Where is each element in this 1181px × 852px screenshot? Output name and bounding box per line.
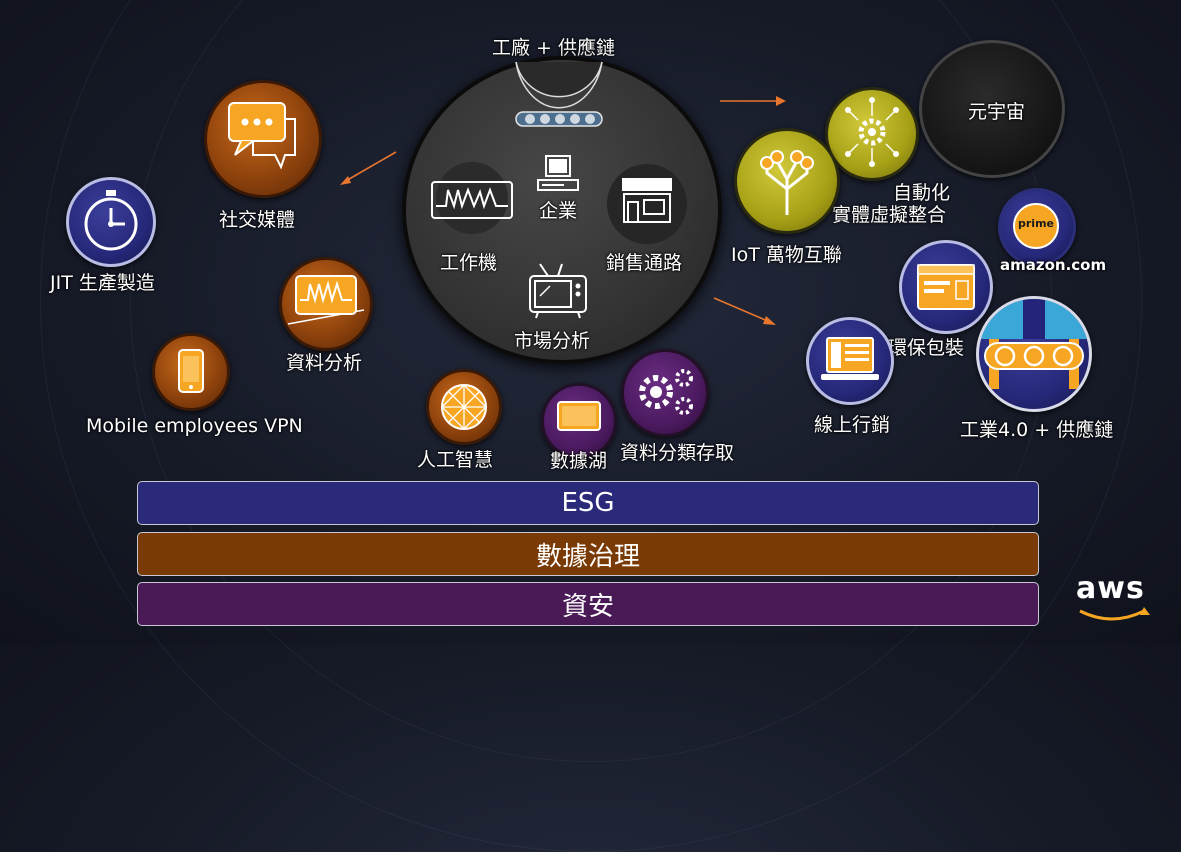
storefront-icon (604, 164, 690, 244)
ai-label: 人工智慧 (417, 449, 494, 471)
data-analysis-circle (279, 257, 373, 351)
gears-icon (639, 369, 693, 415)
jit-circle (66, 177, 156, 267)
waveform-monitor-icon (426, 162, 518, 234)
jit-label: JIT 生產製造 (50, 272, 155, 294)
iot-circle (734, 128, 840, 234)
arrow-down-right (713, 297, 776, 325)
arrow-up-left (340, 151, 397, 185)
hub-item-market-analysis: 市場分析 (514, 330, 591, 352)
metaverse-circle: 元宇宙 (919, 40, 1065, 178)
geodesic-sphere-icon (441, 384, 487, 430)
packaging-window-icon (917, 264, 975, 310)
aws-smile-icon (1079, 607, 1150, 621)
industry4-label: 工業4.0 + 供應鏈 (960, 419, 1114, 441)
eco-packaging-circle (899, 240, 993, 334)
eco-packaging-label: 環保包裝 (888, 337, 965, 359)
data-classification-label: 資料分類存取 (620, 442, 735, 464)
tv-icon (526, 262, 590, 320)
gear-network-icon (845, 97, 899, 167)
computer-icon (534, 154, 582, 194)
circuit-tree-icon (760, 150, 814, 215)
amazon-com-label: amazon.com (1000, 256, 1107, 274)
hub-item-machine: 工作機 (440, 252, 498, 274)
industrial-conveyor-icon (979, 299, 1089, 389)
laptop-icon (821, 337, 879, 380)
waveform-icon (287, 275, 365, 325)
social-media-circle (204, 80, 322, 198)
automation-label-line1: 自動化 (893, 182, 951, 204)
online-marketing-label: 線上行銷 (814, 414, 891, 436)
conveyor-icon (512, 60, 606, 138)
metaverse-label: 元宇宙 (968, 101, 1026, 123)
hub-title: 工廠 + 供應鏈 (492, 37, 615, 59)
smartphone-icon (178, 349, 204, 393)
data-analysis-label: 資料分析 (286, 352, 363, 374)
aws-logo-text: aws (1076, 571, 1145, 606)
amazon-prime-circle: prime (998, 188, 1076, 266)
data-lake-circle (541, 383, 617, 459)
aws-logo: aws (1074, 571, 1154, 627)
stopwatch-icon (84, 190, 138, 251)
industry4-circle (976, 296, 1092, 412)
data-lake-label: 數據湖 (550, 450, 608, 472)
social-media-label: 社交媒體 (219, 209, 296, 231)
hub-item-sales-channel: 銷售通路 (606, 252, 683, 274)
data-governance-layer: 數據治理 (137, 532, 1039, 576)
automation-label-line2: 實體虛擬整合 (832, 204, 947, 226)
security-layer: 資安 (137, 582, 1039, 626)
ai-circle (426, 369, 502, 445)
hub-item-enterprise: 企業 (539, 200, 578, 222)
monitor-icon (557, 401, 601, 431)
automation-circle (825, 87, 919, 181)
prime-badge: prime (1013, 203, 1059, 249)
data-classification-circle (621, 349, 709, 437)
mobile-vpn-circle (152, 333, 230, 411)
iot-label: IoT 萬物互聯 (731, 244, 842, 266)
chat-bubbles-icon (228, 102, 296, 170)
mobile-vpn-label: Mobile employees VPN (86, 415, 303, 437)
esg-layer: ESG (137, 481, 1039, 525)
prime-text: prime (1018, 217, 1054, 230)
enterprise-hub: 企業 工作機 銷售通路 市場分析 (402, 56, 722, 364)
online-marketing-circle (806, 317, 894, 405)
arrow-right-top (720, 96, 786, 106)
